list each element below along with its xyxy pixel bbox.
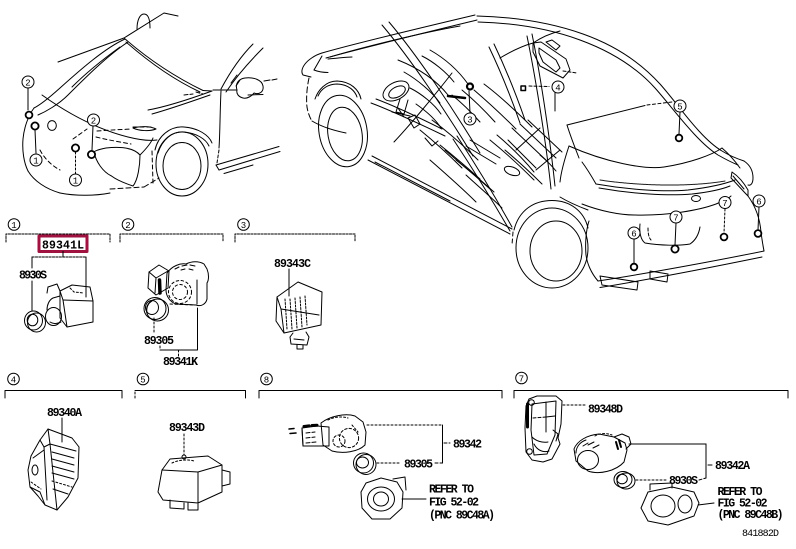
svg-text:4: 4 — [555, 84, 560, 94]
svg-text:7: 7 — [673, 214, 678, 224]
svg-text:5: 5 — [677, 103, 682, 113]
svg-text:89305: 89305 — [144, 335, 174, 348]
svg-text:89343C: 89343C — [274, 258, 311, 271]
svg-text:8: 8 — [264, 376, 269, 386]
svg-text:89342: 89342 — [453, 439, 482, 452]
svg-text:1: 1 — [73, 177, 78, 187]
svg-text:6: 6 — [756, 198, 761, 208]
svg-text:4: 4 — [11, 376, 16, 386]
svg-text:841882D: 841882D — [742, 529, 779, 540]
svg-text:(PNC 89C48A): (PNC 89C48A) — [429, 510, 495, 523]
svg-text:3: 3 — [241, 221, 246, 231]
svg-text:6: 6 — [631, 230, 636, 240]
svg-text:89305: 89305 — [404, 459, 433, 472]
svg-text:3: 3 — [467, 116, 472, 126]
svg-text:89343D: 89343D — [169, 422, 205, 435]
svg-text:REFER TO: REFER TO — [718, 486, 763, 499]
svg-text:8930S: 8930S — [669, 475, 698, 488]
svg-text:5: 5 — [140, 376, 145, 386]
svg-text:REFER TO: REFER TO — [429, 484, 474, 497]
svg-text:89340A: 89340A — [47, 407, 82, 420]
svg-text:2: 2 — [125, 221, 130, 231]
svg-text:FIG 52-02: FIG 52-02 — [429, 497, 479, 510]
svg-text:2: 2 — [91, 117, 96, 127]
svg-text:2: 2 — [25, 79, 30, 89]
svg-text:1: 1 — [33, 157, 38, 167]
svg-text:(PNC 89C48B): (PNC 89C48B) — [718, 509, 784, 522]
svg-text:7: 7 — [722, 199, 727, 209]
svg-text:89341K: 89341K — [163, 356, 198, 369]
svg-text:89341L: 89341L — [42, 240, 84, 253]
svg-text:8930S: 8930S — [19, 270, 47, 283]
svg-text:7: 7 — [519, 375, 524, 385]
svg-text:89342A: 89342A — [715, 460, 750, 473]
svg-text:89348D: 89348D — [588, 404, 623, 417]
svg-text:1: 1 — [11, 221, 16, 231]
svg-text:FIG 52-02: FIG 52-02 — [718, 498, 768, 511]
